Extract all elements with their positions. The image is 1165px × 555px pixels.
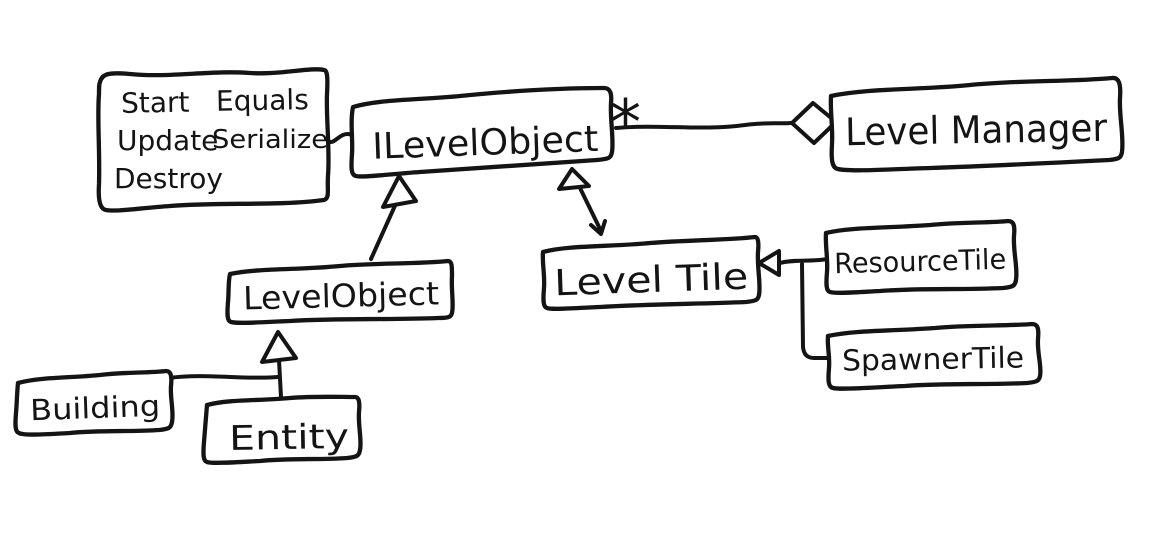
spawnertile-label: SpawnerTile bbox=[842, 340, 1025, 377]
resourcetile-inheritance-line bbox=[778, 257, 829, 265]
note-method-update: Update bbox=[117, 124, 218, 157]
building-box bbox=[13, 368, 175, 437]
aggregation-multiplicity: * bbox=[610, 86, 641, 159]
note-method-equals: Equals bbox=[216, 83, 309, 118]
leveltile-inheritance-triangle-icon bbox=[557, 167, 591, 191]
levelobject-inheritance-triangle-icon bbox=[381, 174, 418, 209]
levelmanager-label: Level Manager bbox=[845, 106, 1108, 155]
ilevelobject-label: ILevelObject bbox=[372, 119, 599, 168]
note-method-destroy: Destroy bbox=[114, 162, 223, 195]
note-attachment-line bbox=[326, 132, 354, 144]
leveltile-line-arrowhead-icon bbox=[589, 219, 607, 236]
leveltile-box bbox=[540, 234, 762, 311]
levelobject-box bbox=[225, 258, 455, 325]
ilevelobject-box bbox=[349, 85, 615, 179]
leveltile-label: Level Tile bbox=[554, 257, 749, 305]
levelmanager-box bbox=[828, 75, 1125, 173]
aggregation-line bbox=[614, 121, 793, 130]
resourcetile-label: ResourceTile bbox=[834, 243, 1007, 280]
resourcetile-inheritance-triangle-icon bbox=[757, 249, 781, 277]
entity-box bbox=[201, 394, 363, 465]
levelobject-inheritance-line bbox=[369, 197, 400, 261]
levelobject-label: LevelObject bbox=[243, 274, 440, 317]
note-method-serialize: Serialize bbox=[212, 125, 328, 155]
building-label: Building bbox=[30, 389, 161, 428]
leveltile-inheritance-line bbox=[578, 186, 603, 233]
spawnertile-box bbox=[825, 321, 1043, 391]
spawnertile-branch-line bbox=[800, 262, 829, 360]
note-box bbox=[96, 67, 331, 213]
note-method-start: Start bbox=[121, 86, 190, 120]
entity-label: Entity bbox=[229, 417, 350, 459]
resourcetile-box bbox=[823, 218, 1019, 295]
building-branch-line bbox=[167, 374, 280, 380]
entity-inheritance-triangle-icon bbox=[260, 330, 298, 364]
entity-inheritance-line bbox=[277, 358, 283, 399]
